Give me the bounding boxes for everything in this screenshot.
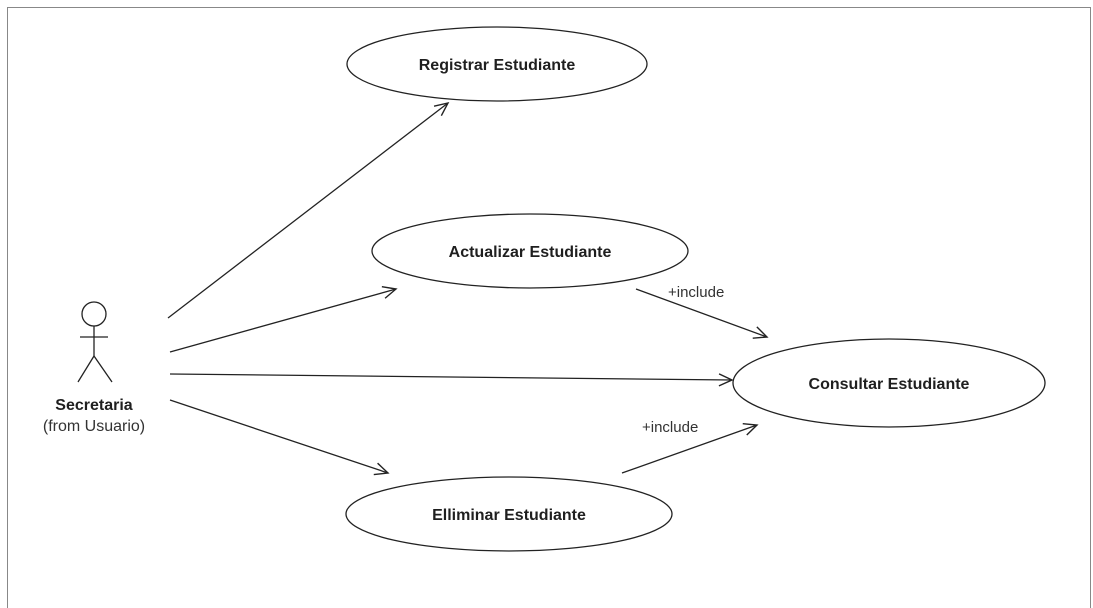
include-label-top: +include <box>668 284 724 301</box>
association-actualizar <box>169 286 398 353</box>
use-case-consultar[interactable]: Consultar Estudiante <box>732 338 1046 428</box>
associations <box>167 101 734 476</box>
include-actualizar-consultar <box>635 288 769 339</box>
association-consultar <box>169 373 734 387</box>
actor-name: Secretaria <box>55 397 132 414</box>
actor-origin: (from Usuario) <box>43 418 145 435</box>
use-case-registrar[interactable]: Registrar Estudiante <box>346 26 648 102</box>
use-case-registrar-label: Registrar Estudiante <box>419 57 576 74</box>
use-case-consultar-label: Consultar Estudiante <box>809 376 970 393</box>
include-label-bottom: +include <box>642 419 698 436</box>
use-case-eliminar[interactable]: Elliminar Estudiante <box>345 476 673 552</box>
actor-stick-figure-icon <box>77 301 113 383</box>
use-case-actualizar[interactable]: Actualizar Estudiante <box>371 213 689 289</box>
actor-secretaria[interactable]: Secretaria (from Usuario) <box>43 301 145 435</box>
association-eliminar <box>169 399 390 476</box>
use-case-eliminar-label: Elliminar Estudiante <box>432 507 586 524</box>
include-eliminar-consultar <box>621 423 759 474</box>
use-case-actualizar-label: Actualizar Estudiante <box>449 244 612 261</box>
diagram-frame <box>7 7 1091 608</box>
association-registrar <box>167 101 450 319</box>
include-relations <box>621 288 769 474</box>
